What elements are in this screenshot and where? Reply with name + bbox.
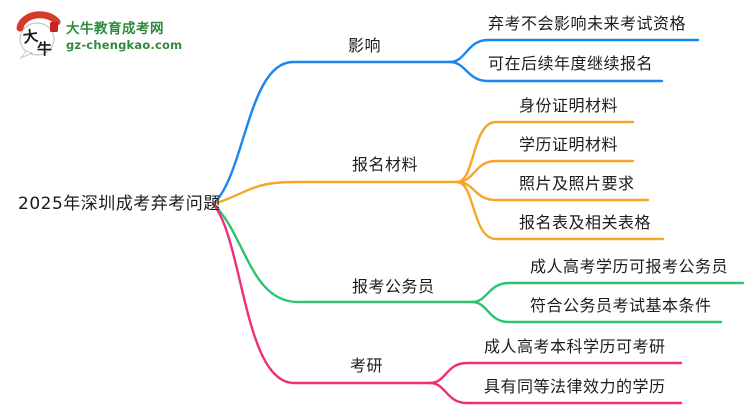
leaf-node-impact-2: 可在后续年度继续报名 <box>488 54 654 73</box>
leaf-node-kaoyan-2: 具有同等法律效力的学历 <box>484 377 666 396</box>
leaf-node-materials-1: 身份证明材料 <box>519 96 619 115</box>
branch-materials-leaf2-line <box>455 159 635 184</box>
root-node: 2025年深圳成考弃考问题 <box>18 194 221 214</box>
leaf-node-kaoyan-1: 成人高考本科学历可考研 <box>484 337 666 356</box>
leaf-node-materials-3: 照片及照片要求 <box>519 174 635 193</box>
branch-materials-leaf1-line <box>455 120 635 184</box>
branch-civilservant-leaf2-line <box>470 300 723 324</box>
daniu-logo-icon: 大 牛 <box>16 11 61 59</box>
branch-civilservant-main-line <box>211 202 474 304</box>
branch-node-kaoyan: 考研 <box>350 356 384 375</box>
branch-impact-leaf2-line <box>448 60 664 83</box>
branch-materials-main-line <box>211 180 459 206</box>
svg-text:大: 大 <box>22 27 39 47</box>
branch-materials-leaf4-line <box>455 180 665 241</box>
branch-node-materials: 报名材料 <box>352 155 419 174</box>
branch-civilservant-leaf1-line <box>470 281 745 304</box>
site-logo[interactable]: 大 牛 大牛教育成考网 gz-chengkao.com <box>16 9 182 59</box>
leaf-node-materials-4: 报名表及相关表格 <box>519 213 652 232</box>
branch-kaoyan-main-line <box>211 202 432 385</box>
site-domain: gz-chengkao.com <box>66 37 183 52</box>
site-name: 大牛教育成考网 <box>66 20 164 37</box>
branch-impact-leaf1-line <box>448 38 700 64</box>
branch-impact-main-line <box>211 60 452 206</box>
leaf-node-civilservant-1: 成人高考学历可报考公务员 <box>530 257 729 276</box>
branch-kaoyan-leaf2-line <box>428 381 683 405</box>
branch-node-impact: 影响 <box>348 36 382 55</box>
branch-node-civilservant: 报考公务员 <box>352 277 435 296</box>
leaf-node-civilservant-2: 符合公务员考试基本条件 <box>530 296 712 315</box>
branch-kaoyan-leaf1-line <box>428 361 683 385</box>
leaf-node-materials-2: 学历证明材料 <box>519 135 619 154</box>
leaf-node-impact-1: 弃考不会影响未来考试资格 <box>488 14 687 33</box>
site-logo-text: 大牛教育成考网 gz-chengkao.com <box>66 17 182 52</box>
svg-text:牛: 牛 <box>37 40 52 58</box>
